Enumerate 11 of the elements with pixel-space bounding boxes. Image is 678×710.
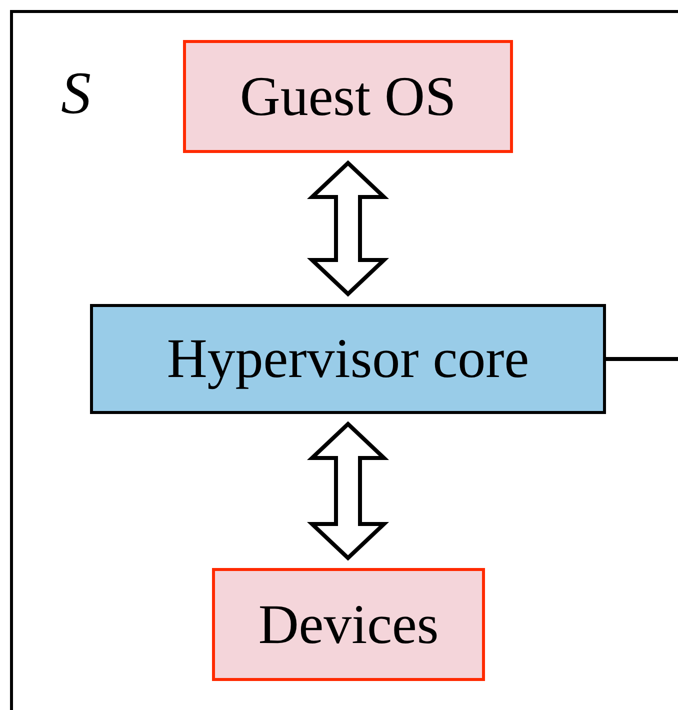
box-label: Guest OS bbox=[240, 68, 456, 124]
connector-line bbox=[606, 357, 678, 361]
component-box bbox=[212, 568, 485, 681]
box-label: Hypervisor core bbox=[166, 331, 530, 387]
box-label: Devices bbox=[258, 596, 439, 652]
set-label: S bbox=[61, 63, 91, 123]
system-frame bbox=[10, 10, 678, 710]
double-arrow bbox=[306, 160, 390, 297]
core-box bbox=[90, 304, 606, 414]
component-box bbox=[183, 40, 513, 153]
double-arrow bbox=[306, 421, 390, 561]
